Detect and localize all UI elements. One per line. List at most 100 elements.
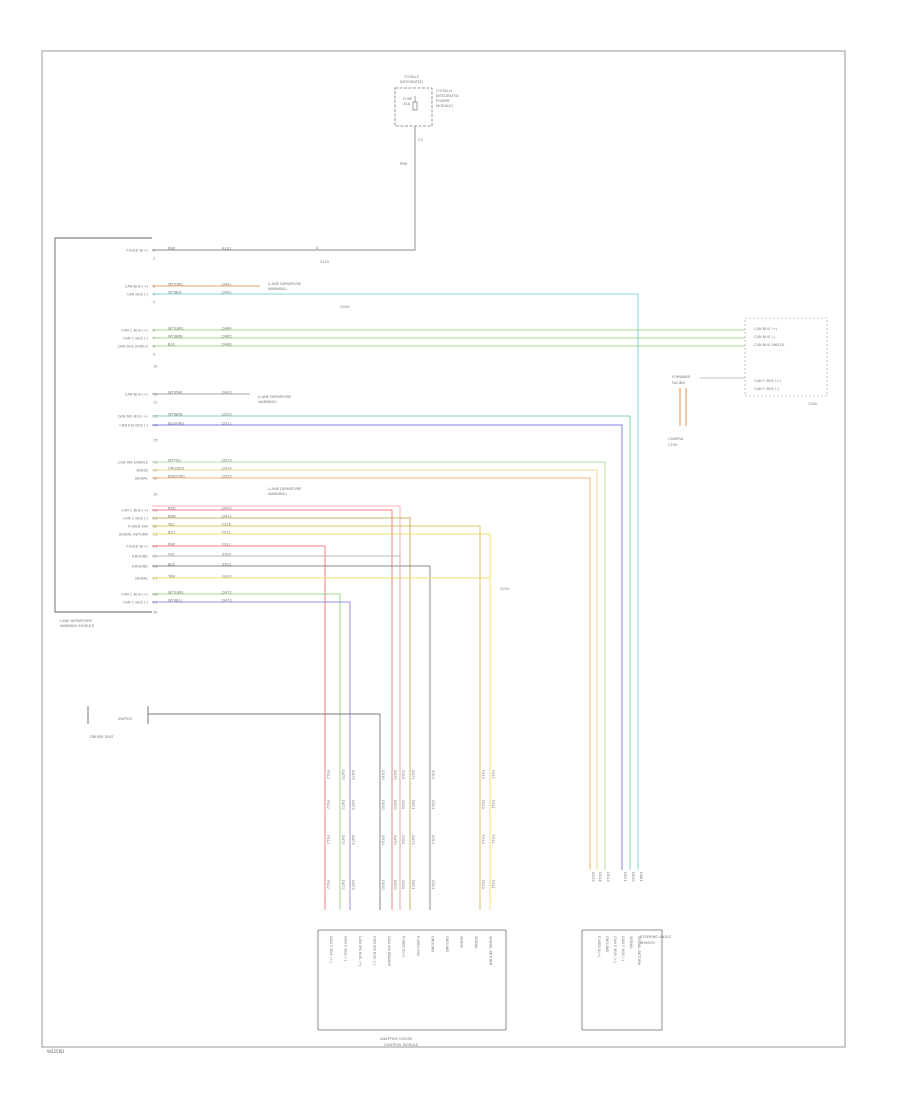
pin-name: FUSED B(+) (127, 545, 149, 549)
diagram-id: W4256D (47, 1049, 64, 1054)
pin-circuit-code: D466 (222, 342, 232, 346)
vertical-wire-label: D471 (411, 770, 415, 780)
rc-pin-4: CAN C BUS (+) (754, 379, 781, 383)
pin-wire-color: YEL (168, 522, 174, 526)
vertical-wire-label: D471 (411, 880, 415, 890)
pin-circuit-code: D470 (222, 506, 232, 510)
vertical-wire-label: D472 (341, 770, 345, 780)
module-label-2: WARNING MODULE (60, 624, 95, 628)
wire-pin28 (152, 593, 341, 910)
vertical-wire-label: D470 (393, 800, 397, 810)
wire-pin13 (152, 415, 631, 870)
pin-name: CAN BUS (+) (125, 285, 149, 289)
rd-desc-1: CAMERA (668, 437, 684, 441)
module-bracket (54, 237, 152, 613)
blm-pin: CAN IHS ENABLE (387, 936, 391, 967)
rd-desc-2: C200 (668, 443, 678, 447)
vertical-wire-label: D473 (351, 770, 355, 780)
wire-pin20 (152, 509, 393, 910)
vertical-wire-label: Z910 (401, 880, 405, 890)
pin-name: SIGNAL RETURN (119, 533, 149, 537)
pin-wire-color: RED (168, 506, 176, 510)
bottom-left-module: ADAPTIVE CRUISE CONTROL MODULE CAN C BUS… (317, 929, 507, 1047)
pin-name: CAN IHS BUS (-) (119, 424, 148, 428)
vertical-wire-label: D514 (598, 872, 602, 882)
wire-pin3-note: (LANE DEPARTURE (268, 282, 302, 286)
pin-circuit-code: D514 (222, 466, 232, 470)
vertical-wire-label: D470 (393, 880, 397, 890)
wire-pin16 (152, 461, 606, 870)
rc-pin-5: CAN C BUS (-) (754, 387, 780, 391)
pin-circuit-code: D473 (222, 598, 232, 602)
pin-wire-color: ORG/BLK (168, 466, 185, 470)
pin-name: CAN IHS ENABLE (118, 461, 149, 465)
vertical-wire-label: D472 (341, 835, 345, 845)
wire-pin21 (152, 517, 411, 910)
vertical-wire-label: G910 (381, 880, 385, 890)
wire-pin18-note2: WARNING) (268, 492, 288, 496)
pin-name: CAN C BUS (+) (121, 593, 148, 597)
pin-wire-color: VIO (168, 552, 175, 556)
fuse-desc-2: INTEGRATED (436, 94, 459, 98)
pin-number: 12 (153, 401, 158, 405)
pin-circuit-code: A101 (222, 246, 231, 250)
vertical-wire-label: D401 (639, 872, 643, 882)
vertical-wire-label: D470 (393, 835, 397, 845)
fuse-icon (412, 96, 418, 111)
wire-pin25 (152, 555, 401, 910)
vertical-wire-label: F910 (481, 770, 485, 780)
pin-number: 9 (153, 353, 156, 357)
fuse-label-2: 15A (403, 102, 411, 106)
fuse-wire: PNK (400, 162, 408, 166)
pin-name: CAN BUS (+) (125, 393, 149, 397)
pin-number: 11 (153, 393, 158, 397)
pin-circuit-code: D402 (222, 290, 232, 294)
pin-circuit-code: D471 (222, 514, 232, 518)
blm-pin: CAN C BUS (+) (329, 936, 333, 963)
wire-pin18 (152, 477, 591, 870)
switch-device: DRIVER SEAT (90, 735, 114, 739)
brm-pin: SIGNAL RETURN (637, 936, 641, 966)
pin-number: 1 (153, 249, 155, 253)
vertical-wire-label: F911 (491, 880, 495, 889)
right-connector-box (744, 317, 828, 397)
pin-circuit-code: D401 (222, 282, 232, 286)
right-connector: CAN BUS (+) CAN BUS (-) CAN BUS SHIELD C… (700, 317, 828, 406)
brm-pin: FUSED B(+) (597, 936, 601, 958)
pin-name: SIGNAL (135, 477, 148, 481)
blm-box (317, 929, 507, 1031)
vertical-wire-label: Z910 (401, 835, 405, 845)
ground-label-2: G202 (500, 587, 510, 591)
wire-pin27 (152, 577, 491, 910)
blm-pin: SIGNAL (474, 936, 478, 949)
brm-title-1: STEERING ANGLE (640, 935, 672, 939)
vertical-wire-label: D470 (393, 770, 397, 780)
pin-name: SIGNAL (135, 577, 148, 581)
wire-pin11-note2: WARNING) (258, 400, 278, 404)
vertical-wire-label: F910 (481, 800, 485, 810)
pin-wire-color: BRN/ORG (168, 474, 185, 478)
vertical-wire-label: D473 (351, 880, 355, 890)
pin-name: CAN C BUS (-) (123, 517, 149, 521)
vertical-wire-label: Z910 (401, 770, 405, 780)
blm-pin: GROUND (431, 936, 435, 952)
brm-box (581, 929, 663, 1031)
switch-label: SWITCH (118, 717, 132, 721)
wire-pin26 (152, 565, 431, 910)
pin-wire-color: WT/BRN (168, 412, 183, 416)
vertical-wire-label: F912 (326, 770, 330, 779)
brm-pin: SIGNAL (629, 936, 633, 949)
fuse-label-1: FUSE (403, 97, 413, 101)
module-label-1: LANE DEPARTURE (60, 619, 93, 623)
pin-circuit-code: D510 (222, 412, 232, 416)
pin-number: 30 (153, 611, 158, 615)
blm-pin: SIGNAL RETURN (489, 936, 493, 966)
seat-switch: SWITCH DRIVER SEAT (87, 706, 381, 910)
pin-circuit-code: D403 (222, 390, 232, 394)
pin-wire-color: TAN (167, 574, 175, 578)
pin-name: CAN C BUS (+) (121, 329, 148, 333)
pin-number: 19 (153, 493, 158, 497)
wire-pin14 (152, 424, 623, 870)
